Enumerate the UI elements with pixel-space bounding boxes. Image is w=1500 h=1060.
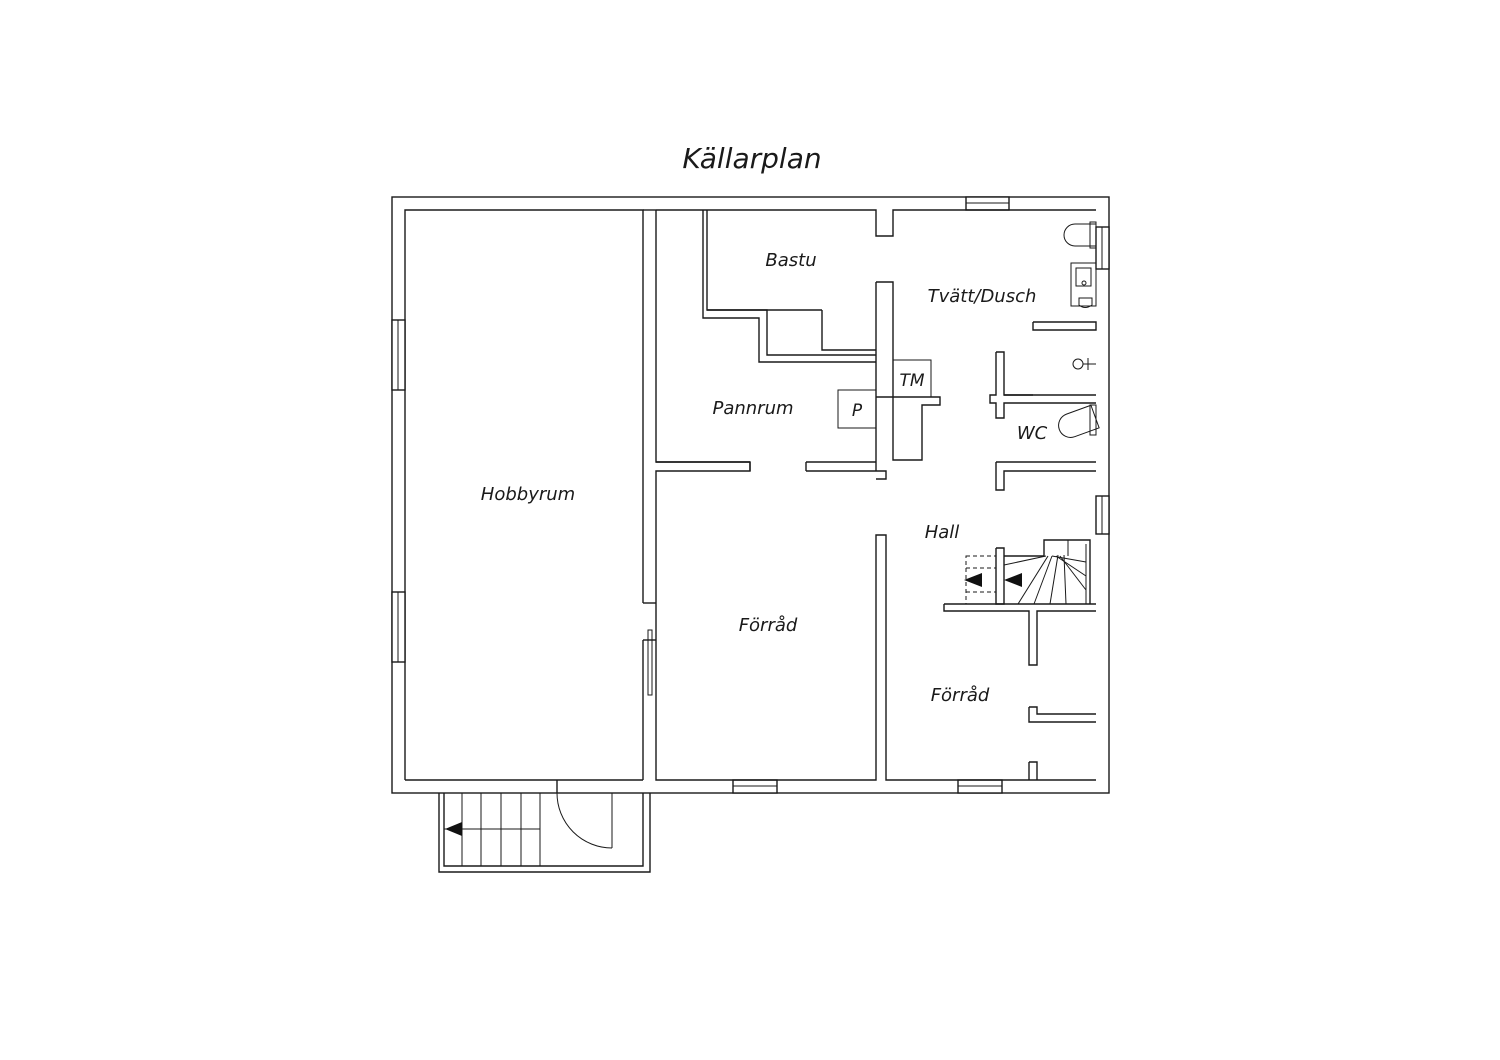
- p-box: [837, 389, 877, 429]
- room-label-forrad-right: Förråd: [931, 685, 990, 706]
- windows: [391, 196, 1110, 794]
- plan-title: Källarplan: [682, 142, 821, 175]
- room-label-hall: Hall: [925, 522, 960, 543]
- tm-box: [892, 359, 932, 398]
- p-box-label: P: [852, 401, 863, 421]
- stair-arrow-icon: [1004, 573, 1022, 587]
- room-label-wc: WC: [1017, 423, 1048, 444]
- doors: [642, 629, 653, 720]
- fixtures: [1058, 221, 1100, 438]
- shower-icon: [1072, 358, 1096, 370]
- room-label-pannrum: Pannrum: [712, 398, 793, 419]
- entrance-steps: [438, 780, 651, 873]
- room-label-tvatt-dusch: Tvätt/Dusch: [928, 286, 1037, 307]
- room-label-forrad-center: Förråd: [739, 615, 798, 636]
- landing-arrow-icon: [964, 573, 982, 587]
- room-labels: Hobbyrum Bastu Tvätt/Dusch Pannrum WC Ha…: [481, 250, 1048, 706]
- interior-staircase: [964, 539, 1091, 605]
- toilet-icon: [1063, 223, 1096, 247]
- washbasin-icon: [1070, 262, 1097, 307]
- entrance-arrow-icon: [445, 822, 462, 836]
- interior-walls: [643, 209, 1097, 781]
- tm-box-label: TM: [899, 371, 924, 391]
- equipment: P TM: [837, 359, 932, 429]
- wc-toilet-icon: [1058, 404, 1100, 438]
- room-label-hobbyrum: Hobbyrum: [481, 484, 575, 505]
- room-label-bastu: Bastu: [765, 250, 816, 271]
